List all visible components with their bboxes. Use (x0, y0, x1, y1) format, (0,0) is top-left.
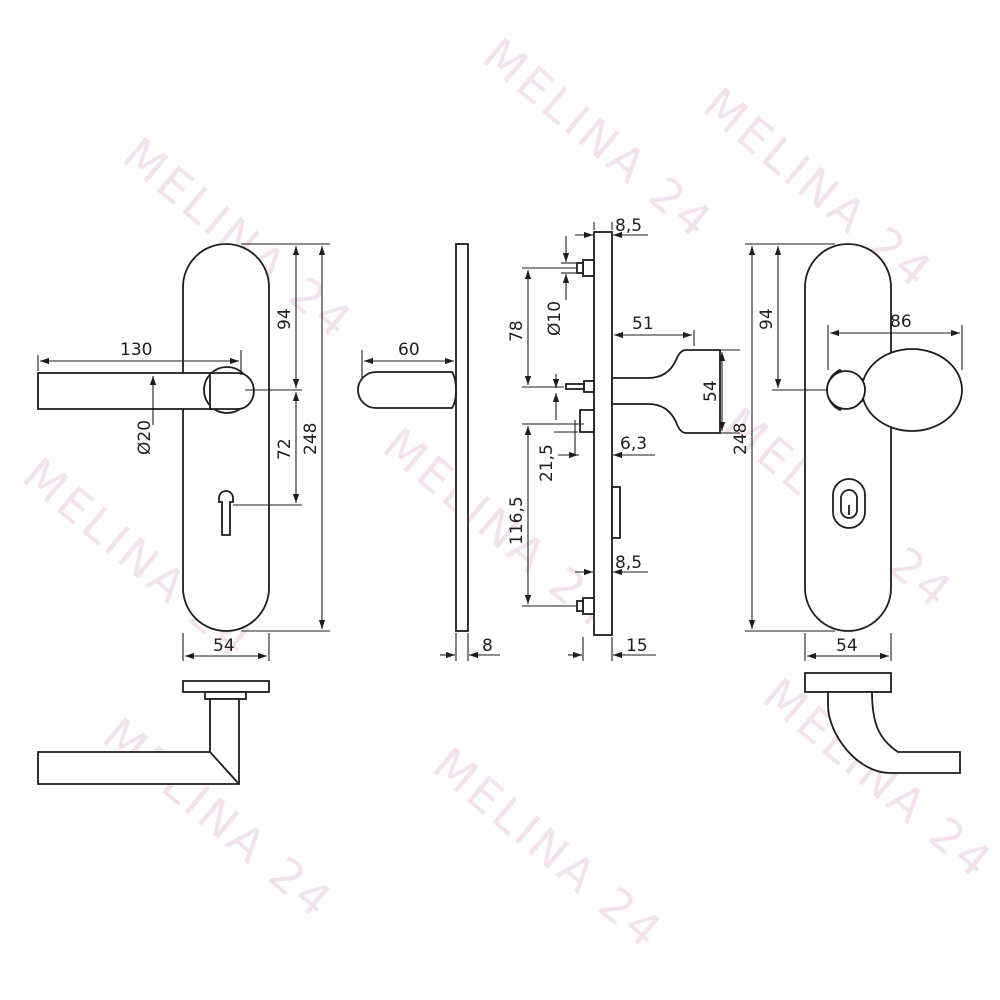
cylinder-core (840, 489, 858, 519)
dim-94-knob: 94 (757, 308, 777, 330)
dim-21-5: 21,5 (537, 444, 557, 482)
dim-15: 15 (626, 636, 648, 656)
knob-handle-top (827, 691, 961, 774)
knob (861, 348, 963, 432)
plate-top (182, 680, 270, 693)
cylinder-outline (832, 478, 866, 529)
lever-side-view: 60 8 (357, 243, 500, 661)
profile-slot (611, 486, 621, 539)
knob-top-view (804, 672, 961, 774)
backplate (182, 243, 270, 632)
dim-51: 51 (632, 314, 654, 334)
knob-front-view: 94 248 86 54 (731, 243, 963, 661)
dim-dia-20: Ø20 (135, 420, 155, 455)
watermark-text: MELINA 24 (423, 737, 674, 960)
dim-dia-10: Ø10 (545, 301, 565, 336)
dim-94: 94 (275, 308, 295, 330)
dim-54-knob: 54 (701, 380, 721, 402)
dim-130: 130 (120, 340, 152, 360)
dim-72: 72 (275, 438, 295, 460)
dim-248: 248 (301, 423, 321, 455)
keyhole (218, 490, 234, 536)
dim-8: 8 (482, 636, 493, 656)
dim-116-5: 116,5 (507, 496, 527, 545)
backplate-knob (804, 243, 892, 632)
dim-6-3: 6,3 (620, 434, 647, 454)
lever-neck (209, 372, 255, 410)
watermark-text: MELINA 24 (473, 27, 724, 250)
dim-54: 54 (213, 636, 235, 656)
plate-section (593, 231, 613, 636)
dim-60: 60 (398, 340, 420, 360)
dim-86: 86 (890, 312, 912, 332)
lever-side (357, 371, 457, 409)
dim-78: 78 (507, 320, 527, 342)
dim-8-5-bottom: 8,5 (615, 553, 642, 573)
watermark-text: MELINA 24 (753, 667, 1000, 890)
plate-top-knob (804, 672, 892, 693)
dim-54-knob-width: 54 (836, 636, 858, 656)
lever-front-view: 94 72 248 130 Ø20 54 (37, 243, 330, 661)
plate-side (455, 243, 469, 632)
lever-top-view (37, 680, 270, 785)
dim-248-knob: 248 (731, 423, 751, 455)
section-view: 8,5 Ø10 78 51 54 21,5 6,3 (507, 216, 740, 661)
dim-8-5-top: 8,5 (615, 216, 642, 236)
